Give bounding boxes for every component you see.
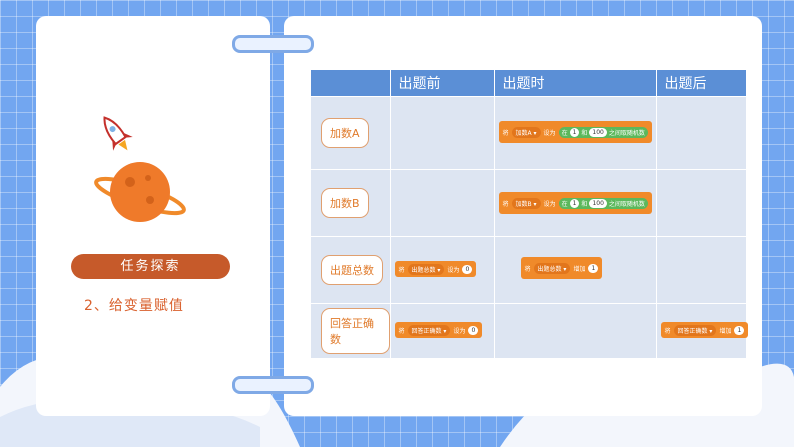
row-label-addend-b: 加数B: [321, 188, 369, 218]
table-row: 出题总数 将 出题总数 ▾ 设为 0 将 出题总数 ▾ 增加 1: [310, 236, 747, 304]
planet-rocket-illustration: [94, 116, 186, 222]
row-label-total: 出题总数: [321, 255, 383, 285]
block-set-total[interactable]: 将 出题总数 ▾ 设为 0: [394, 261, 477, 277]
binder-ring-bottom: [232, 376, 314, 394]
block-change-total[interactable]: 将 出题总数 ▾ 增加 1: [520, 257, 603, 279]
binder-ring-top: [232, 35, 314, 53]
section-subtitle: 2、给变量赋值: [84, 298, 184, 314]
header-during: 出题时: [494, 70, 657, 97]
header-empty: [310, 70, 391, 97]
task-explore-pill: 任务探索: [71, 254, 230, 279]
table-row: 回答正确数 将 回答正确数 ▾ 设为 0 将 回答正确数 ▾ 增加 1: [310, 303, 749, 359]
block-change-correct[interactable]: 将 回答正确数 ▾ 增加 1: [660, 322, 749, 338]
rocket-icon: [103, 116, 133, 151]
header-after: 出题后: [656, 70, 747, 97]
header-before: 出题前: [390, 70, 495, 97]
block-set-correct[interactable]: 将 回答正确数 ▾ 设为 0: [394, 322, 483, 338]
row-label-correct: 回答正确数: [321, 308, 390, 354]
row-label-addend-a: 加数A: [321, 118, 369, 148]
